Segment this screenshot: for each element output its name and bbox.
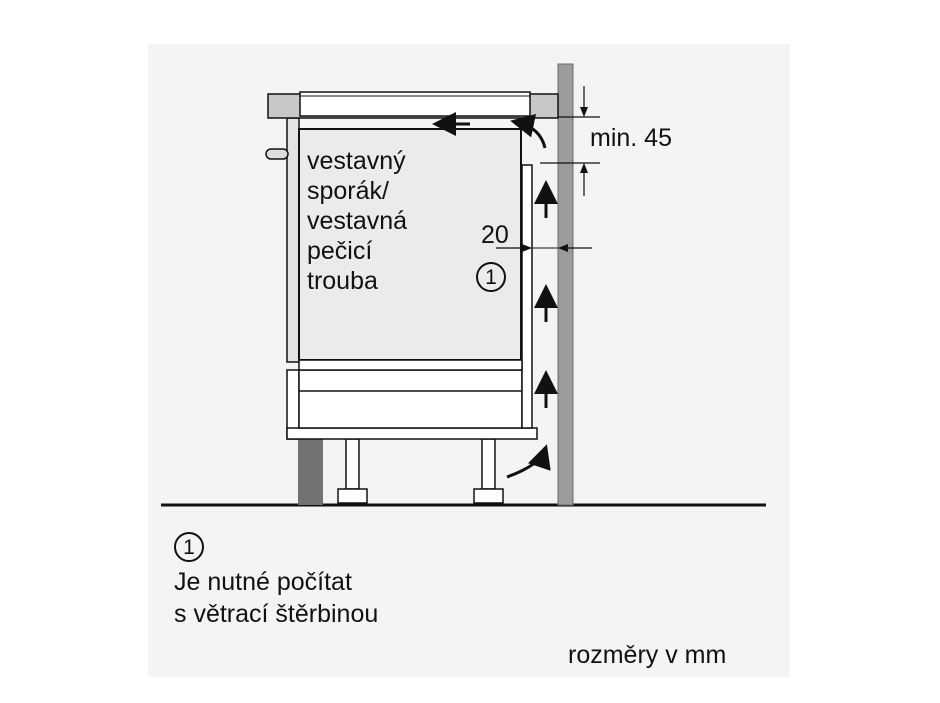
legend-text: Je nutné počítat s větrací štěrbinou <box>174 568 379 628</box>
cabinet-leg-right <box>473 438 504 504</box>
cabinet-drawer <box>298 369 523 429</box>
plinth <box>298 439 323 505</box>
cabinet-back-panel <box>521 164 533 429</box>
oven-body <box>298 128 522 361</box>
gap-dimension-label: 20 <box>481 221 509 249</box>
units-note: rozměry v mm <box>568 641 727 669</box>
oven-handle <box>265 148 289 160</box>
min-gap-dimension-label: min. 45 <box>590 124 672 152</box>
legend-marker: 1 <box>174 532 204 562</box>
cabinet-leg-left <box>337 438 368 504</box>
cabinet-bottom-shelf <box>286 427 538 440</box>
airflow-arrow-curve-top <box>510 113 547 149</box>
oven-base-rail <box>298 359 523 371</box>
wall <box>557 63 574 506</box>
callout-marker: 1 <box>476 262 506 292</box>
appliance-label: vestavný sporák/ vestavná pečicí trouba <box>307 147 408 295</box>
airflow-arrow-inlet <box>506 444 551 479</box>
cabinet-side-panel <box>286 117 300 363</box>
